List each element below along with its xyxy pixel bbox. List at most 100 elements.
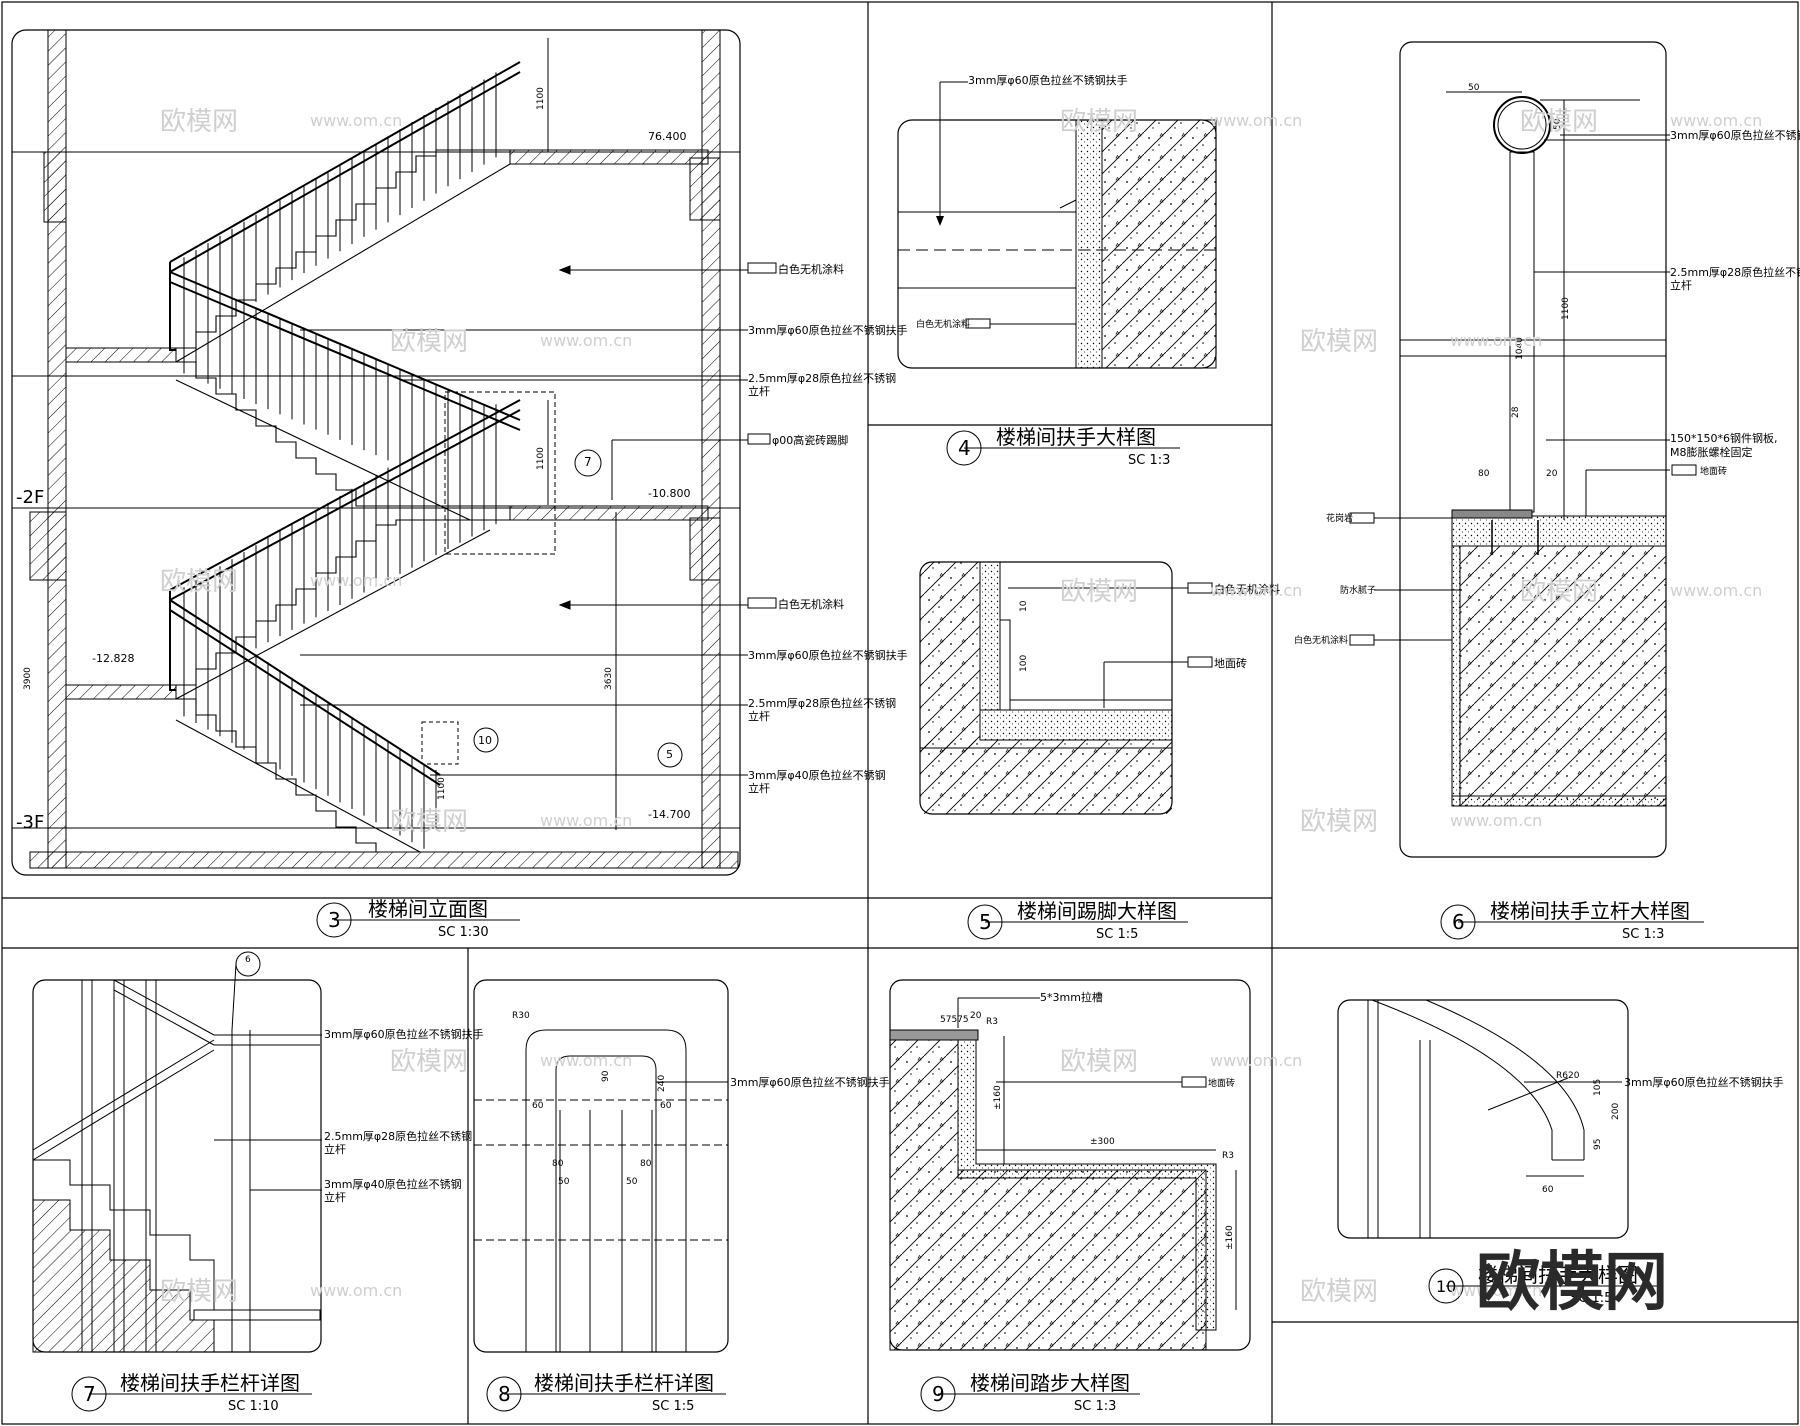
watermark-logo: 欧模网 bbox=[1520, 107, 1598, 137]
ann-paint-2: 白色无机涂料 bbox=[778, 597, 844, 611]
p7-ann-baluster: 2.5mm厚φ28原色拉丝不锈钢 bbox=[324, 1129, 472, 1143]
dim-1100-mid: 1100 bbox=[536, 447, 546, 470]
p6-ann-paint: 白色无机涂料 bbox=[1294, 634, 1348, 646]
site-logo: 欧模网 bbox=[1476, 1246, 1668, 1320]
p9-ann-groove: 5*3mm拉槽 bbox=[1040, 990, 1103, 1004]
p8-dim-50-l: 50 bbox=[558, 1177, 570, 1187]
dim-1100-low: 1100 bbox=[437, 777, 447, 800]
p8-dim-90: 90 bbox=[601, 1070, 611, 1082]
panel-6-baluster-detail: 50 50 1100 1040 28 80 20 3mm厚φ60原色拉丝不锈钢扶… bbox=[1294, 41, 1800, 858]
title-block-10: 10 楼梯间扶手大样图 SC 1:5 bbox=[1428, 1263, 1660, 1306]
p7-ann-post-b: 立杆 bbox=[324, 1190, 346, 1204]
p10-dim-95: 95 bbox=[1593, 1139, 1603, 1150]
p9-dim-r3-top: R3 bbox=[986, 1017, 998, 1027]
section-mark-7-label: 7 bbox=[584, 455, 592, 469]
title-3-scale: SC 1:30 bbox=[438, 925, 489, 940]
p4-ann-handrail: 3mm厚φ60原色拉丝不锈钢扶手 bbox=[968, 73, 1128, 87]
watermark-logo: 欧模网 bbox=[1520, 577, 1598, 607]
watermark-url: www.om.cn bbox=[310, 571, 402, 590]
watermark-logo: 欧模网 bbox=[1060, 1047, 1138, 1077]
p5-dim-10: 10 bbox=[1019, 600, 1029, 612]
p10-dim-105: 105 bbox=[1593, 1079, 1603, 1096]
p6-ann-plate: 150*150*6钢件钢板, bbox=[1670, 431, 1778, 445]
watermark-logo: 欧模网 bbox=[1060, 107, 1138, 137]
panel-10-handrail-detail: 3mm厚φ60原色拉丝不锈钢扶手 R620 105 200 95 60 bbox=[1337, 999, 1784, 1239]
watermark-logo: 欧模网 bbox=[160, 1277, 238, 1307]
p6-dim-50-v: 50 bbox=[1553, 118, 1563, 130]
watermarks: 欧模网 www.om.cn 欧模网 www.om.cn 欧模网 www.om.cn 欧模网 w… bbox=[160, 107, 1762, 1307]
watermark-url: www.om.cn bbox=[1450, 1281, 1542, 1300]
title-7-text: 楼梯间扶手栏杆详图 bbox=[120, 1371, 300, 1395]
watermark-url: www.om.cn bbox=[1670, 581, 1762, 600]
watermark-logo: 欧模网 bbox=[390, 1047, 468, 1077]
panel-7-railing-detail: 6 3mm厚φ60原色拉丝不锈钢扶手 2.5mm厚φ28原色拉丝不锈钢 立杆 3… bbox=[32, 951, 484, 1353]
p8-dim-r30: R30 bbox=[512, 1011, 530, 1021]
watermark-url: www.om.cn bbox=[540, 1051, 632, 1070]
p10-dim-200: 200 bbox=[1611, 1103, 1621, 1120]
dim-3630: 3630 bbox=[604, 667, 614, 690]
watermark-url: www.om.cn bbox=[1210, 111, 1302, 130]
p7-ann-baluster-b: 立杆 bbox=[324, 1142, 346, 1156]
p6-dim-80: 80 bbox=[1478, 469, 1490, 479]
watermark-url: www.om.cn bbox=[1210, 581, 1302, 600]
watermark-logo: 欧模网 bbox=[160, 567, 238, 597]
p10-dim-60: 60 bbox=[1542, 1185, 1554, 1195]
p4-ann-paint: 白色无机涂料 bbox=[916, 318, 970, 330]
p8-ann-handrail: 3mm厚φ60原色拉丝不锈钢扶手 bbox=[730, 1075, 890, 1089]
panel-4-handrail-detail: 3mm厚φ60原色拉丝不锈钢扶手 白色无机涂料 bbox=[897, 73, 1217, 369]
p6-ann-granite: 花岗岩 bbox=[1326, 512, 1353, 524]
watermark-logo: 欧模网 bbox=[390, 327, 468, 357]
p8-dim-240: 240 bbox=[657, 1075, 667, 1092]
p9-ann-tile: 地面砖 bbox=[1208, 1077, 1235, 1089]
p9-dim-300: ±300 bbox=[1090, 1137, 1115, 1147]
watermark-url: www.om.cn bbox=[1450, 811, 1542, 830]
watermark-url: www.om.cn bbox=[1450, 331, 1542, 350]
title-9-text: 楼梯间踏步大样图 bbox=[970, 1371, 1130, 1395]
p8-dim-60-l: 60 bbox=[532, 1101, 544, 1111]
p7-mark-6: 6 bbox=[245, 955, 251, 965]
title-3-text: 楼梯间立面图 bbox=[368, 897, 488, 921]
panel-8-railing-detail: 3mm厚φ60原色拉丝不锈钢扶手 R30 90 240 60 60 80 80 … bbox=[473, 979, 890, 1353]
watermark-logo: 欧模网 bbox=[390, 807, 468, 837]
p10-ann-handrail: 3mm厚φ60原色拉丝不锈钢扶手 bbox=[1624, 1075, 1784, 1089]
p8-dim-50-r: 50 bbox=[626, 1177, 638, 1187]
ann-handrail-2: 3mm厚φ60原色拉丝不锈钢扶手 bbox=[748, 648, 908, 662]
p9-dim-160-b: ±160 bbox=[1225, 1225, 1235, 1250]
ann-baluster-1: 2.5mm厚φ28原色拉丝不锈钢 bbox=[748, 371, 896, 385]
title-block-3: 3 楼梯间立面图 SC 1:30 bbox=[316, 897, 520, 940]
elev-10-800: -10.800 bbox=[648, 487, 690, 500]
p6-dim-20: 20 bbox=[1546, 469, 1558, 479]
watermark-url: www.om.cn bbox=[540, 331, 632, 350]
title-block-5: 5 楼梯间踢脚大样图 SC 1:5 bbox=[967, 899, 1188, 942]
p8-dim-80-r: 80 bbox=[640, 1159, 652, 1169]
ann-baluster-2: 2.5mm厚φ28原色拉丝不锈钢 bbox=[748, 696, 896, 710]
watermark-logo: 欧模网 bbox=[160, 107, 238, 137]
title-5-text: 楼梯间踢脚大样图 bbox=[1017, 899, 1177, 923]
p9-dim-20: 20 bbox=[970, 1011, 982, 1021]
title-block-4: 4 楼梯间扶手大样图 SC 1:3 bbox=[946, 425, 1180, 468]
watermark-logo: 欧模网 bbox=[1300, 327, 1378, 357]
p6-dim-1040: 1040 bbox=[1515, 337, 1525, 360]
title-10-scale: SC 1:5 bbox=[1570, 1291, 1612, 1306]
level-3f: -3F bbox=[16, 812, 44, 833]
p6-dim-50-h: 50 bbox=[1468, 83, 1480, 93]
section-mark-10 bbox=[473, 727, 499, 753]
panel-3-stair-elevation: 1100 1100 3900 3630 1100 76.400 -10.800 … bbox=[11, 29, 908, 876]
dim-1100-top: 1100 bbox=[536, 87, 546, 110]
p10-dim-r620: R620 bbox=[1556, 1071, 1580, 1081]
watermark-url: www.om.cn bbox=[1670, 111, 1762, 130]
p6-ann-plate-b: M8膨胀螺栓固定 bbox=[1670, 445, 1753, 459]
title-7-scale: SC 1:10 bbox=[228, 1399, 279, 1414]
elev-12-828: -12.828 bbox=[92, 652, 134, 665]
p8-dim-80-l: 80 bbox=[552, 1159, 564, 1169]
title-6-text: 楼梯间扶手立杆大样图 bbox=[1490, 899, 1690, 923]
panel-3-annotations: 白色无机涂料 3mm厚φ60原色拉丝不锈钢扶手 2.5mm厚φ28原色拉丝不锈钢… bbox=[747, 262, 908, 795]
watermark-logo: 欧模网 bbox=[1300, 807, 1378, 837]
ann-handrail-1: 3mm厚φ60原色拉丝不锈钢扶手 bbox=[748, 323, 908, 337]
ann-baluster-2b: 立杆 bbox=[748, 709, 770, 723]
title-block-6: 6 楼梯间扶手立杆大样图 SC 1:3 bbox=[1440, 899, 1704, 942]
ann-skirting: φ00高瓷砖踢脚 bbox=[772, 433, 848, 447]
p7-ann-post: 3mm厚φ40原色拉丝不锈钢 bbox=[324, 1177, 462, 1191]
